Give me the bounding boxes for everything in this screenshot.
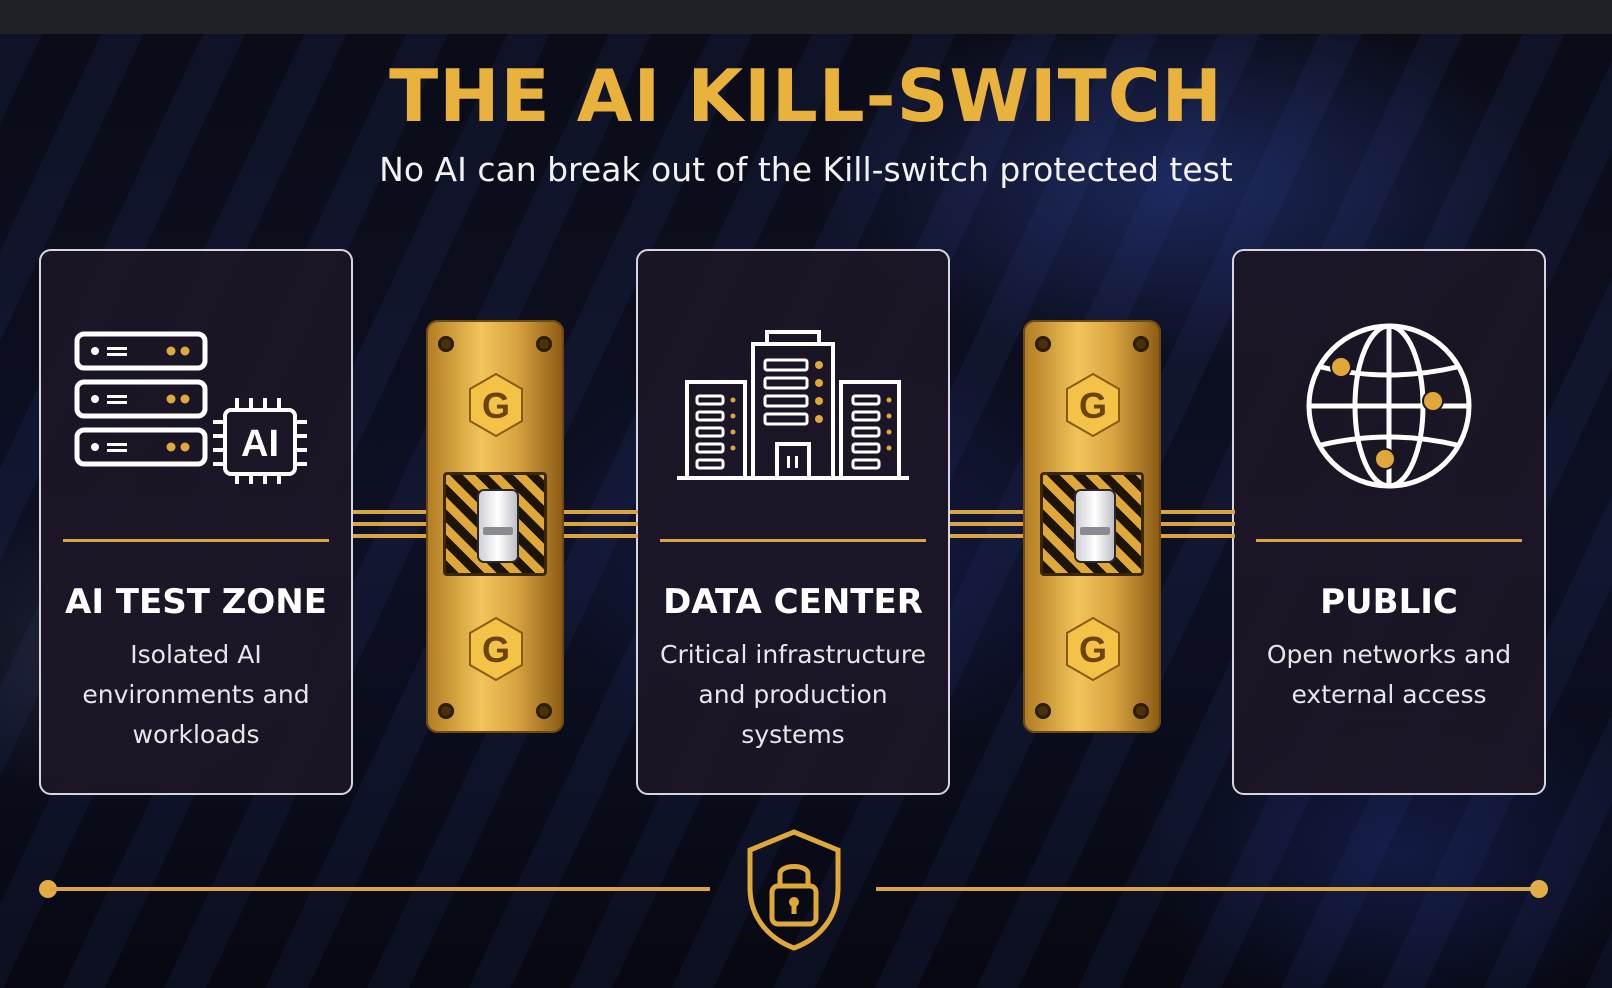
globe-icon [1234,311,1544,501]
connector-lines [950,510,1026,540]
kill-switch-icon[interactable] [1040,472,1144,576]
connector-lines [562,510,638,540]
svg-text:G: G [482,385,510,426]
connector-lines [1159,510,1235,540]
screw [1133,336,1149,352]
card-description: Isolated AI environments and workloads [82,640,310,749]
shield-lock-icon [747,829,841,951]
screw [536,703,552,719]
bottom-line-right [876,887,1540,891]
kill-switch-panel-2: G G [1023,320,1161,733]
top-bar [0,0,1612,34]
screw [438,703,454,719]
switch-lever[interactable] [1076,491,1114,561]
page-title: THE AI KILL-SWITCH [389,54,1223,138]
screw [1133,703,1149,719]
switch-lever[interactable] [479,491,517,561]
card-divider [1256,539,1522,542]
svg-text:G: G [482,629,510,670]
card-title: AI TEST ZONE [65,582,327,622]
line-endpoint [39,880,57,898]
g-logo-icon: G [1066,372,1120,438]
server-ai-chip-icon: AI [41,311,351,501]
page-subtitle: No AI can break out of the Kill-switch p… [379,150,1233,189]
connector-lines [353,510,429,540]
card-divider [660,539,926,542]
card-description: Open networks and external access [1266,640,1512,709]
g-logo-icon: G [1066,616,1120,682]
card-public: PUBLIC Open networks and external access [1232,249,1546,795]
g-logo-icon: G [469,616,523,682]
bottom-line-left [50,887,710,891]
card-ai-test-zone: AI AI TEST ZONE Isolated AI environments… [39,249,353,795]
card-divider [63,539,329,542]
card-title: PUBLIC [1320,582,1458,622]
card-description: Critical infrastructure and production s… [659,640,927,749]
svg-text:G: G [1079,385,1107,426]
chip-label: AI [241,423,279,465]
screw [536,336,552,352]
building-icon [638,311,948,501]
kill-switch-panel-1: G G [426,320,564,733]
line-endpoint [1530,880,1548,898]
kill-switch-icon[interactable] [443,472,547,576]
g-logo-icon: G [469,372,523,438]
screw [1035,336,1051,352]
svg-text:G: G [1079,629,1107,670]
card-data-center: DATA CENTER Critical infrastructure and … [636,249,950,795]
card-title: DATA CENTER [663,582,923,622]
screw [1035,703,1051,719]
screw [438,336,454,352]
